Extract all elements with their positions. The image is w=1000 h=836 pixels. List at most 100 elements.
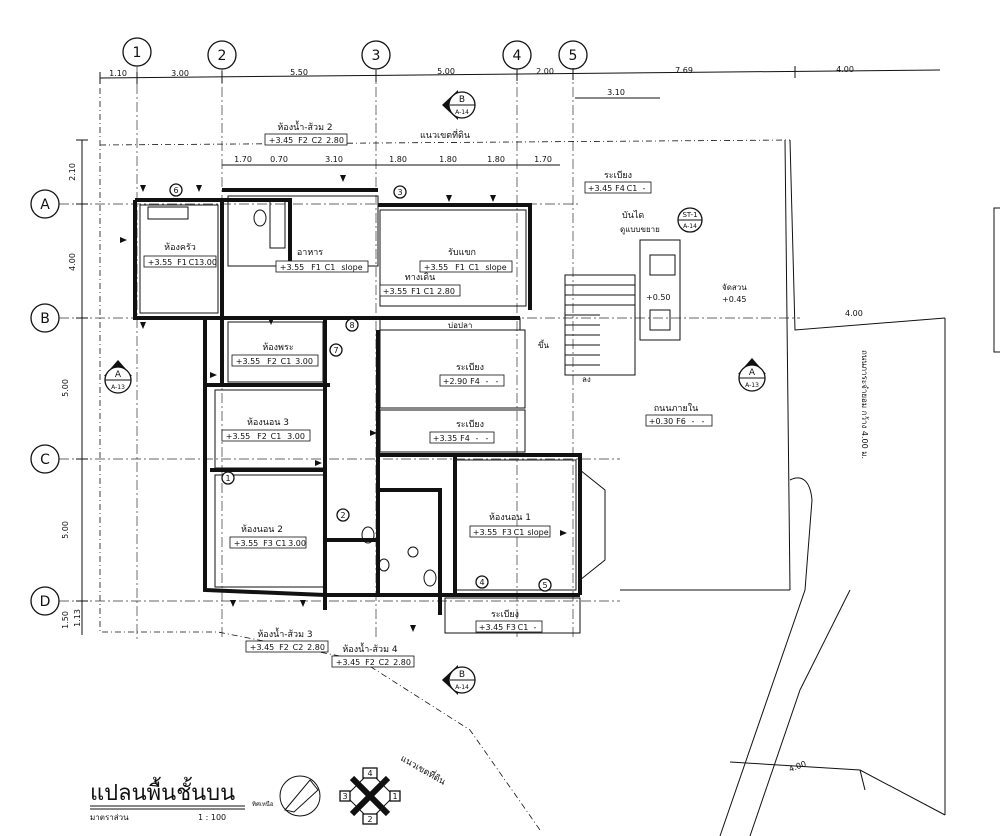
room-name-bath-4: ห้องน้ำ-ส้วม 4 [342,642,398,655]
dim-left-5: 1.50 [61,611,70,629]
exterior-walls [133,188,606,615]
svg-text:F2: F2 [279,643,289,652]
svg-text:1: 1 [225,474,230,483]
svg-text:A: A [115,370,122,380]
svg-text:F2: F2 [365,658,375,667]
dim-sub-1: 3.10 [607,88,625,97]
road-label: ถนนภาระจำยอม กว้าง 4.00 ม. [860,350,869,459]
garden-level-label: +0.45 [722,295,747,304]
svg-text:slope: slope [341,263,362,272]
dim-top-7: 4.00 [836,65,854,74]
grid-col-2: 2 [218,48,227,64]
svg-text:F4: F4 [615,184,625,193]
north-arrow-icon: ทิศเหนือ [252,775,321,817]
svg-text:+0.30: +0.30 [649,417,674,426]
window-markers [120,175,567,632]
svg-text:C2: C2 [379,658,390,667]
sub-dimension-line: 3.10 1.70 0.70 3.10 1.80 1.80 1.80 1.70 [222,88,660,166]
sheet-border-bracket [993,207,1000,353]
svg-text:-: - [702,417,705,426]
svg-text:2.80: 2.80 [326,136,344,145]
section-marker-left: A A-13 [104,360,132,394]
svg-text:F2: F2 [298,136,308,145]
dim-sub-7: 1.80 [487,155,505,164]
svg-text:A: A [749,368,756,378]
dim-left-3: 5.00 [61,379,70,397]
svg-text:F3: F3 [502,528,512,537]
svg-text:7: 7 [333,346,338,355]
room-name-bedroom-2: ห้องนอน 2 [241,524,283,535]
svg-text:-: - [496,377,499,386]
fixtures [147,199,437,587]
svg-text:A-14: A-14 [455,109,469,116]
room-name-dining: อาหาร [297,248,323,258]
road-width-label: 4.00 [845,309,863,318]
svg-text:+3.55: +3.55 [383,287,408,296]
svg-text:+3.55: +3.55 [236,357,261,366]
room-name-corridor: ทางเดิน [405,272,435,283]
svg-text:-: - [692,417,695,426]
room-name-balcony-2: ระเบียง [456,419,484,430]
svg-text:-: - [476,434,479,443]
property-line [99,88,946,836]
north-label: ทิศเหนือ [252,800,274,808]
svg-text:2.80: 2.80 [393,658,411,667]
room-name-balcony-4: ระเบียง [491,609,519,620]
scale-label: มาตราส่วน [90,813,129,822]
svg-text:F4: F4 [470,377,480,386]
dim-top-4: 5.00 [437,67,455,76]
room-name-living: รับแขก [448,248,476,258]
stair-level-label: +0.50 [646,293,671,302]
svg-text:B: B [459,670,465,680]
svg-text:A-13: A-13 [745,382,759,389]
svg-text:F3: F3 [506,623,516,632]
section-marker-top: B A-14 [442,90,476,120]
svg-text:F1: F1 [455,263,465,272]
door-tags: 1 2 3 4 5 6 7 8 [169,183,552,592]
svg-text:1: 1 [392,792,397,801]
svg-text:+3.55: +3.55 [226,432,251,441]
svg-text:+3.55: +3.55 [280,263,305,272]
dim-top-2: 3.00 [171,69,189,78]
svg-text:5: 5 [542,581,547,590]
svg-text:B: B [459,95,465,105]
svg-text:2: 2 [340,511,345,520]
svg-text:2.80: 2.80 [437,287,455,296]
room-name-internal-road: ถนนภายใน [654,403,699,414]
svg-text:C1: C1 [325,263,336,272]
svg-text:2.80: 2.80 [307,643,325,652]
dim-top-5: 2.00 [536,67,554,76]
stair-detail-label: ดูแบบขยาย [620,225,660,235]
svg-text:+2.90: +2.90 [443,377,468,386]
title-block: แปลนพื้นชั้นบน มาตราส่วน 1 : 100 [90,777,245,822]
svg-text:+3.55: +3.55 [148,258,173,267]
dim-top-3: 5.50 [290,68,308,77]
svg-text:3.00: 3.00 [199,258,217,267]
scale-value: 1 : 100 [198,813,226,822]
svg-text:3.00: 3.00 [295,357,313,366]
key-plan-icon: 4 2 3 1 [339,767,401,825]
svg-text:+3.45: +3.45 [269,136,294,145]
svg-text:F1: F1 [311,263,321,272]
grid-row-b: B [40,311,50,327]
svg-text:C1: C1 [189,258,200,267]
dim-left-2: 4.00 [68,253,77,271]
road-width-label-2: 4.00 [788,759,808,774]
grid-col-1: 1 [133,45,142,61]
svg-text:-: - [534,623,537,632]
dim-sub-2: 1.70 [234,155,252,164]
stair-up-label: ขึ้น [538,339,549,350]
svg-text:slope: slope [485,263,506,272]
svg-text:+3.45: +3.45 [588,184,613,193]
svg-text:+3.55: +3.55 [234,539,259,548]
svg-text:C2: C2 [293,643,304,652]
dim-left-4: 5.00 [61,521,70,539]
svg-text:F3: F3 [263,539,273,548]
left-dimension-line: 2.10 4.00 5.00 5.00 1.50 1.13 [61,139,88,635]
section-marker-bottom: B A-14 [442,665,476,695]
dim-sub-8: 1.70 [534,155,552,164]
stairs-label: บันได [622,210,644,221]
svg-text:C1: C1 [424,287,435,296]
section-marker-stair: ST-1 A-14 [677,207,703,233]
